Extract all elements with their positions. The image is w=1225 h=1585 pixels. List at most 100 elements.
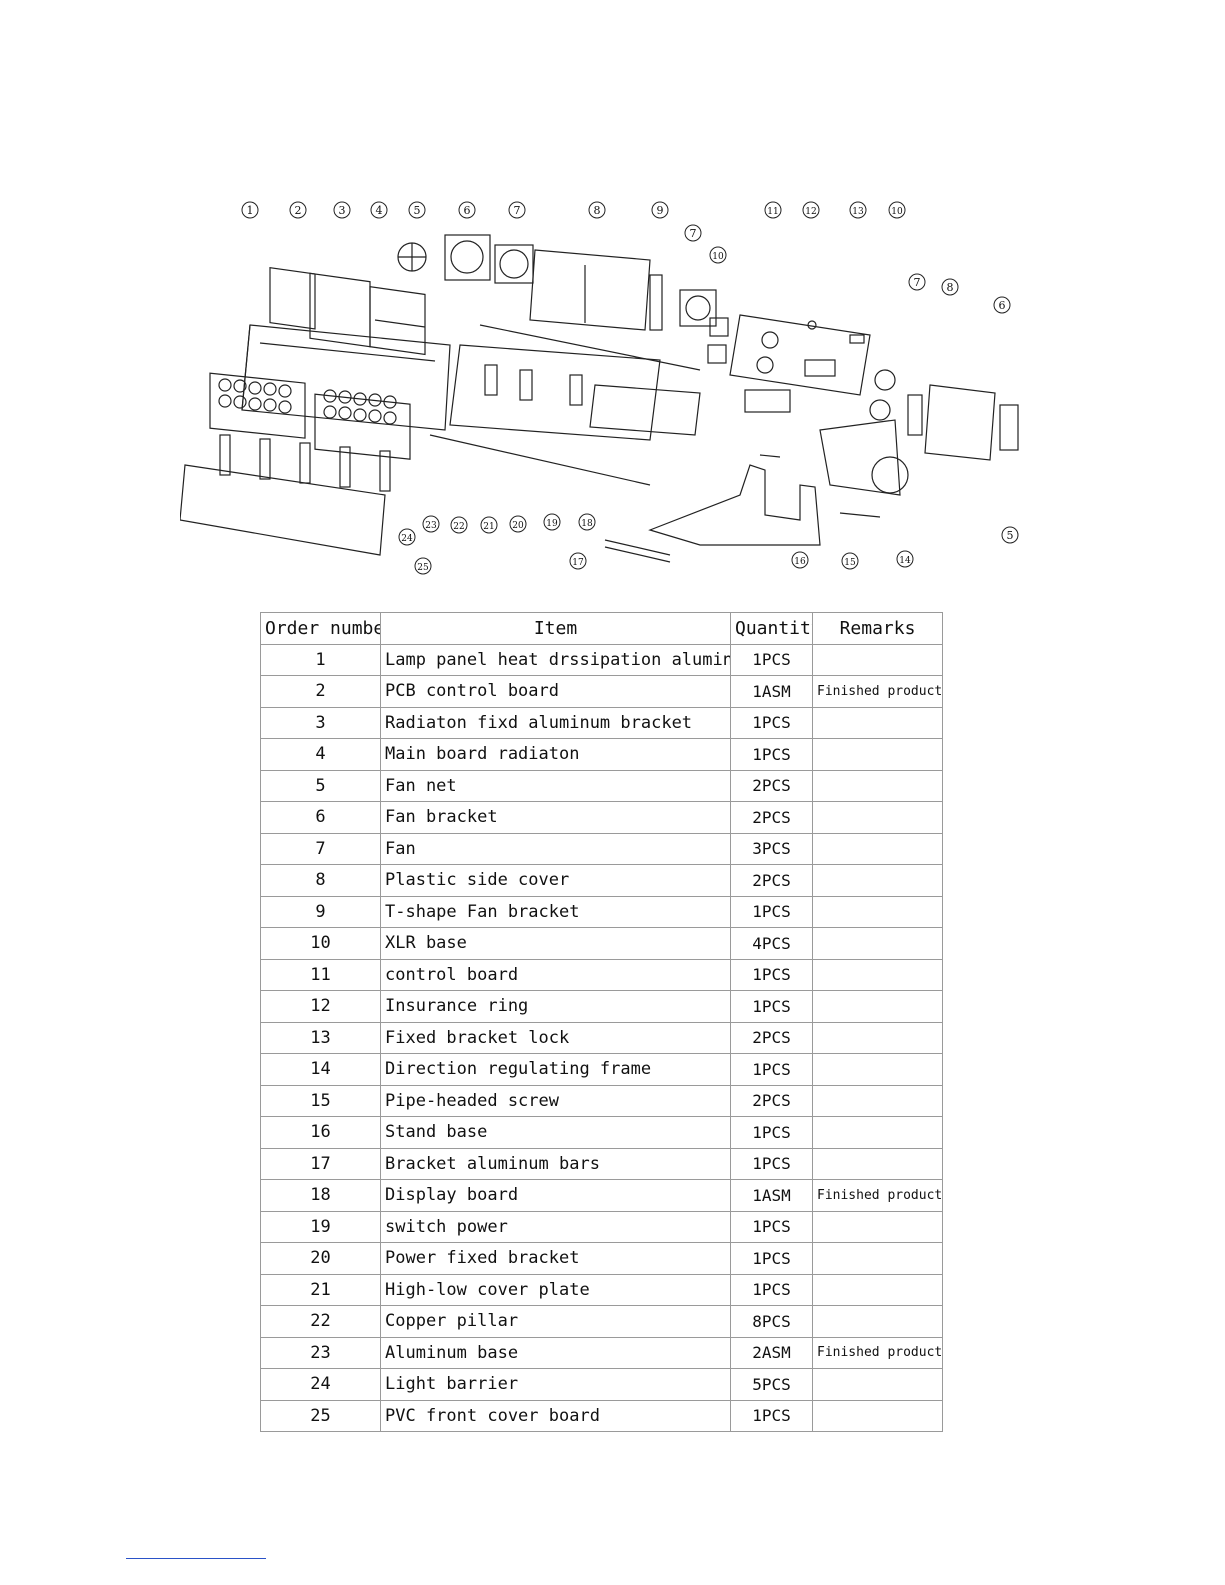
callout-circle	[241, 201, 259, 219]
callout-circle	[480, 516, 498, 534]
part-pcb-board	[269, 266, 316, 330]
cell-item: Power fixed bracket	[380, 1242, 731, 1275]
table-header-row: Order number Item Quantity Remarks	[260, 612, 943, 645]
part-direction-frame	[819, 419, 901, 496]
callout-circle	[398, 528, 416, 546]
cell-item: Main board radiaton	[380, 738, 731, 771]
callout-number: 9	[657, 204, 664, 217]
callout-number: 13	[852, 207, 864, 217]
callout-circle	[458, 201, 476, 219]
cell-quantity: 1PCS	[730, 1116, 813, 1149]
cell-quantity: 1PCS	[730, 643, 813, 676]
callout-circle	[849, 201, 867, 219]
cell-remarks	[812, 738, 943, 771]
cell-item: Display board	[380, 1179, 731, 1212]
callout-number: 16	[794, 557, 806, 567]
callout-circle	[422, 515, 440, 533]
header-remarks: Remarks	[812, 612, 943, 645]
callout-circle	[370, 201, 388, 219]
cell-quantity: 1ASM	[730, 675, 813, 708]
header-quantity: Quantity	[730, 612, 813, 645]
cell-item: Copper pillar	[380, 1305, 731, 1338]
callout-number: 7	[514, 204, 521, 217]
cell-remarks	[812, 864, 943, 897]
cell-quantity: 1PCS	[730, 1147, 813, 1180]
callout-number: 8	[947, 281, 954, 294]
cell-item: control board	[380, 958, 731, 991]
part-xlr-base	[709, 317, 729, 337]
callout-circle	[791, 551, 809, 569]
callout-circle	[709, 246, 727, 264]
part-screw	[839, 512, 881, 518]
cell-item: Pipe-headed screw	[380, 1084, 731, 1117]
cell-order-number: 18	[260, 1179, 381, 1212]
cell-quantity: 8PCS	[730, 1305, 813, 1338]
cell-order-number: 20	[260, 1242, 381, 1275]
cell-item: PVC front cover board	[380, 1399, 731, 1432]
cell-order-number: 15	[260, 1084, 381, 1117]
cell-order-number: 24	[260, 1368, 381, 1401]
cell-order-number: 4	[260, 738, 381, 771]
cell-item: Fan	[380, 832, 731, 865]
cell-remarks	[812, 958, 943, 991]
cell-remarks	[812, 832, 943, 865]
callout-number: 18	[581, 519, 593, 529]
cell-quantity: 1PCS	[730, 1273, 813, 1306]
callout-number: 21	[483, 522, 494, 532]
cell-remarks	[812, 895, 943, 928]
cell-quantity: 1PCS	[730, 990, 813, 1023]
part-fan	[494, 244, 534, 284]
cell-order-number: 19	[260, 1210, 381, 1243]
cell-quantity: 1PCS	[730, 895, 813, 928]
cell-order-number: 22	[260, 1305, 381, 1338]
cell-order-number: 21	[260, 1273, 381, 1306]
cell-item: High-low cover plate	[380, 1273, 731, 1306]
cell-item: Light barrier	[380, 1368, 731, 1401]
cell-quantity: 1ASM	[730, 1179, 813, 1212]
callout-circle	[841, 552, 859, 570]
callout-circle	[908, 273, 926, 291]
callout-number: 6	[464, 204, 471, 217]
callout-number: 10	[891, 207, 903, 217]
cell-remarks	[812, 706, 943, 739]
callout-circle	[508, 201, 526, 219]
cell-remarks	[812, 801, 943, 834]
cell-item: Fan net	[380, 769, 731, 802]
parts-list-table: Order number Item Quantity Remarks 1Lamp…	[260, 612, 943, 1432]
cell-order-number: 25	[260, 1399, 381, 1432]
part-front-cover	[180, 464, 386, 556]
cell-remarks	[812, 1210, 943, 1243]
part-stand-base	[648, 464, 821, 546]
part-display-board	[744, 389, 791, 413]
callout-number: 15	[844, 558, 856, 568]
cell-item: Direction regulating frame	[380, 1053, 731, 1086]
callout-number: 10	[712, 252, 724, 262]
callout-number: 8	[594, 204, 601, 217]
callout-number: 6	[999, 299, 1006, 312]
callout-number: 17	[572, 558, 584, 568]
callout-number: 19	[546, 519, 558, 529]
cell-remarks	[812, 1021, 943, 1054]
callout-circle	[896, 550, 914, 568]
part-power-bracket	[449, 344, 661, 441]
cell-order-number: 14	[260, 1053, 381, 1086]
cell-quantity: 4PCS	[730, 927, 813, 960]
cell-remarks	[812, 1053, 943, 1086]
callout-circle	[651, 201, 669, 219]
part-side-cover	[529, 249, 651, 331]
